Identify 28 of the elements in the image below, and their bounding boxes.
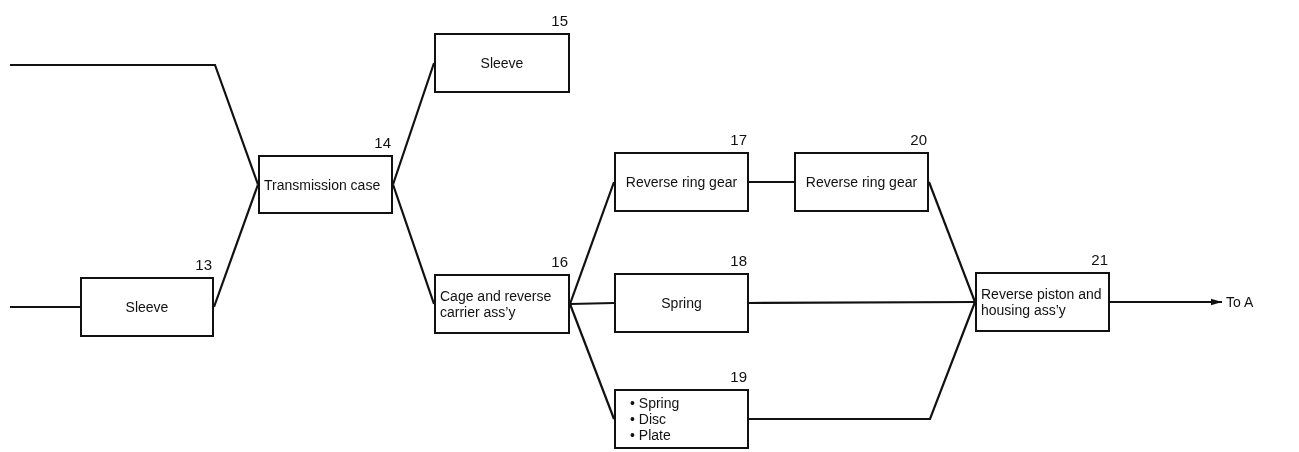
part-name: • Spring xyxy=(630,395,680,411)
step-number: 16 xyxy=(551,254,568,270)
part-name: • Disc xyxy=(630,411,666,427)
part-name: Sleeve xyxy=(125,299,169,315)
step-number: 17 xyxy=(730,132,747,148)
part-name: • Plate xyxy=(630,427,671,443)
arrow xyxy=(1110,298,1222,306)
part-name: Transmission case xyxy=(264,176,381,193)
connector-line xyxy=(10,305,80,309)
part-name: Sleeve xyxy=(480,55,524,71)
part-name: Spring xyxy=(661,295,702,311)
step-number: 19 xyxy=(730,369,747,385)
connector-line xyxy=(749,300,975,305)
part-name: Reverse piston and housing ass’y xyxy=(981,286,1103,318)
connector-line xyxy=(749,301,977,421)
part-name: Cage and reverse carrier ass’y xyxy=(440,288,553,320)
flow-label: To A xyxy=(1226,292,1266,312)
part-name: Reverse ring gear xyxy=(625,174,738,190)
step-number: 14 xyxy=(374,135,391,151)
connector-line xyxy=(569,301,615,306)
connector-line xyxy=(10,63,260,185)
part-name: Reverse ring gear xyxy=(805,174,918,190)
step-number: 21 xyxy=(1091,252,1108,268)
step-number: 15 xyxy=(551,13,568,29)
step-number: 13 xyxy=(195,257,212,273)
connector-line xyxy=(749,180,794,184)
step-number: 20 xyxy=(910,132,927,148)
step-number: 18 xyxy=(730,253,747,269)
